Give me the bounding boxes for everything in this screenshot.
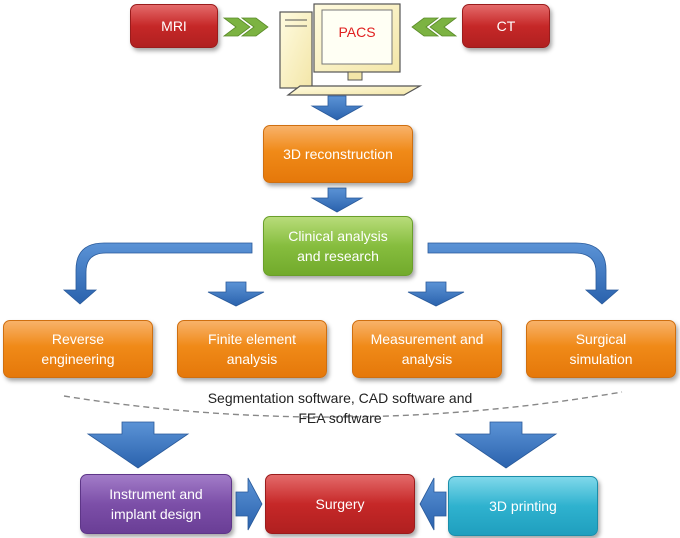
app-box-reverse-engineering: Reverse engineering [3, 320, 153, 378]
down-arrow-instrument [86, 421, 190, 469]
chevron-left-icon [411, 17, 458, 37]
app-box-measurement: Measurement and analysis [352, 320, 502, 378]
reconstruction-box: 3D reconstruction [263, 125, 413, 183]
curved-arrow-right [427, 242, 620, 305]
ct-box: CT [462, 4, 550, 48]
pacs-label: PACS [338, 24, 376, 40]
instrument-design-box: Instrument and implant design [80, 474, 232, 534]
clinical-analysis-box: Clinical analysis and research [263, 216, 413, 276]
dashed-separator [63, 391, 623, 418]
surgery-box: Surgery [265, 474, 415, 534]
printing-box: 3D printing [448, 476, 598, 536]
down-arrow-app-3 [407, 281, 465, 307]
curved-arrow-left [62, 242, 253, 305]
left-arrow-to-surgery [419, 477, 447, 531]
software-note: Segmentation software, CAD software and … [207, 390, 473, 426]
app-box-surgical-simulation: Surgical simulation [526, 320, 676, 378]
down-arrow-pacs [310, 95, 364, 121]
down-arrow-app-2 [207, 281, 265, 307]
computer-icon [279, 3, 423, 96]
down-arrow-reconstruction [310, 187, 364, 213]
down-arrow-printing [454, 421, 558, 469]
chevron-right-icon [222, 17, 269, 37]
mri-box: MRI [130, 4, 218, 48]
app-box-finite-element: Finite element analysis [177, 320, 327, 378]
right-arrow-to-surgery [235, 477, 263, 531]
